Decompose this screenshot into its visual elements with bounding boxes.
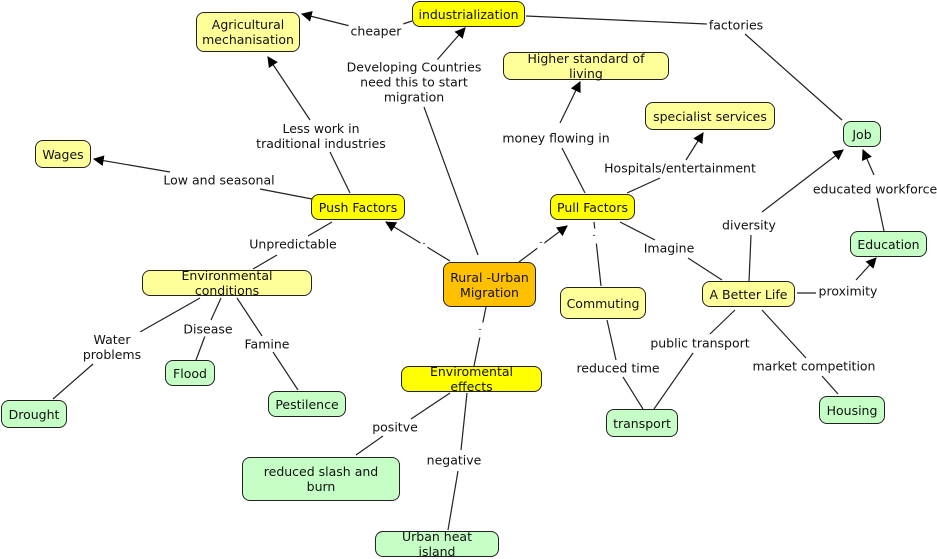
- node-transport[interactable]: transport: [606, 409, 678, 437]
- link-label-market-competition: market competition: [750, 358, 878, 374]
- link-label-water-problems: Water problems: [80, 332, 144, 362]
- link-label-dash-commuting: -: [590, 228, 598, 244]
- node-push-factors[interactable]: Push Factors: [311, 194, 405, 220]
- node-commuting[interactable]: Commuting: [560, 287, 646, 319]
- link-label-factories: factories: [706, 17, 766, 33]
- node-urban-heat-island[interactable]: Urban heat island: [375, 529, 499, 559]
- link-label-cheaper: cheaper: [348, 23, 404, 39]
- link-label-low-seasonal: Low and seasonal: [161, 172, 277, 188]
- link-label-dash-push: -: [420, 236, 428, 252]
- link-label-public-transport: public transport: [648, 335, 752, 351]
- node-agricultural-mechanisation[interactable]: Agricultural mechanisation: [196, 12, 300, 52]
- node-flood[interactable]: Flood: [165, 360, 215, 386]
- link-label-developing-countries: Developing Countries need this to start …: [342, 59, 486, 105]
- link-label-imagine: Imagine: [641, 240, 697, 256]
- node-education[interactable]: Education: [850, 231, 927, 257]
- node-pestilence[interactable]: Pestilence: [268, 391, 346, 417]
- link-label-disease: Disease: [181, 321, 235, 337]
- link-label-proximity: proximity: [816, 283, 880, 299]
- link-label-reduced-time: reduced time: [574, 360, 662, 376]
- node-housing[interactable]: Housing: [819, 396, 885, 424]
- link-label-less-work: Less work in traditional industries: [254, 121, 388, 151]
- link-label-hospitals-entertainment: Hospitals/entertainment: [602, 160, 758, 176]
- node-drought[interactable]: Drought: [1, 400, 67, 428]
- link-label-dash-pull: -: [537, 235, 545, 251]
- node-industrialization[interactable]: industrialization: [412, 1, 525, 27]
- link-label-money-flowing-in: money flowing in: [500, 130, 612, 146]
- node-specialist-services[interactable]: specialist services: [645, 102, 775, 130]
- node-enviromental-effects[interactable]: Enviromental effects: [401, 364, 542, 394]
- node-pull-factors[interactable]: Pull Factors: [550, 194, 635, 220]
- node-rural-urban-migration[interactable]: Rural -Urban Migration: [443, 262, 536, 307]
- node-job[interactable]: Job: [843, 121, 881, 147]
- node-environmental-conditions[interactable]: Environmental conditions: [142, 268, 312, 298]
- link-label-negative: negative: [424, 452, 484, 468]
- node-wages[interactable]: Wages: [35, 140, 91, 168]
- link-label-dash-env-effects: -: [476, 322, 484, 338]
- node-a-better-life[interactable]: A Better Life: [702, 281, 795, 307]
- node-reduced-slash-and-burn[interactable]: reduced slash and burn: [242, 457, 400, 501]
- node-higher-standard-of-living[interactable]: Higher standard of living: [503, 51, 669, 81]
- link-label-educated-workforce: educated workforce: [810, 181, 937, 197]
- link-label-famine: Famine: [242, 336, 292, 352]
- link-label-positive: positve: [370, 419, 420, 435]
- link-label-diversity: diversity: [720, 217, 778, 233]
- link-label-unpredictable: Unpredictable: [247, 236, 339, 252]
